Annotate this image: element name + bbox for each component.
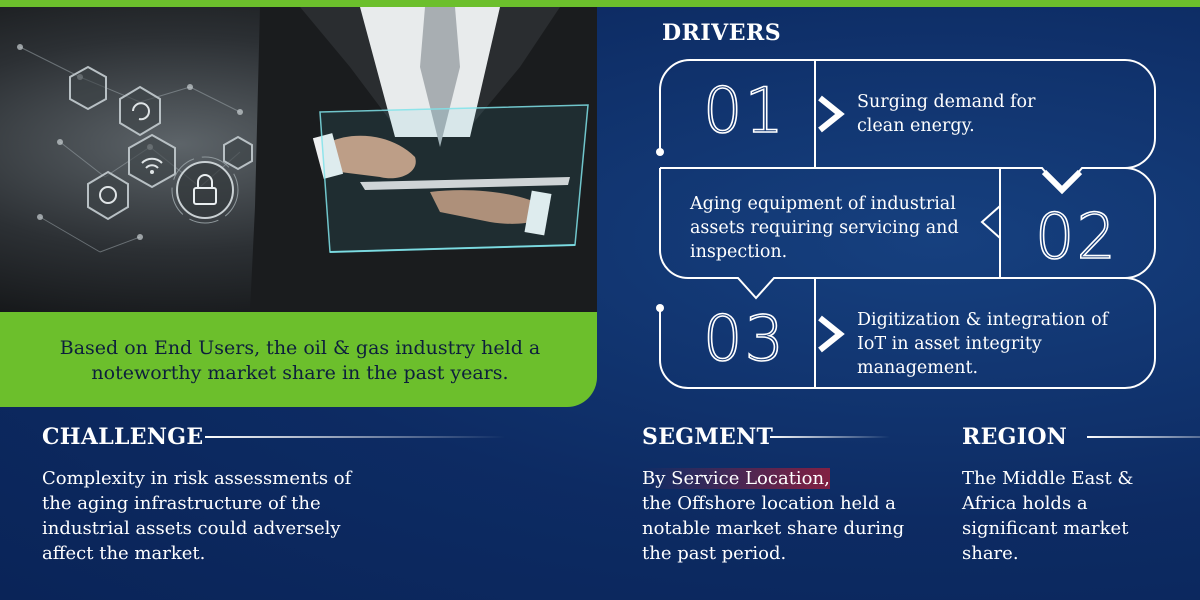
driver-number-3: 03: [702, 301, 786, 376]
drivers-title: DRIVERS: [662, 20, 782, 46]
businessman-tablet-illustration: [17, 7, 597, 312]
cloud-icon: [69, 65, 107, 111]
segment-body: the Offshore location held a notable mar…: [642, 493, 905, 564]
chevron-right-icon: [818, 95, 845, 133]
photo-caption: Based on End Users, the oil & gas indust…: [59, 337, 541, 384]
gear-icon: [87, 170, 129, 221]
region-title: REGION: [962, 424, 1068, 450]
tablet-icon: [319, 104, 589, 253]
driver-text-1: Surging demand for clean energy.: [857, 92, 1036, 136]
segment-text: By Service Location, the Offshore locati…: [642, 466, 912, 566]
challenge-title: CHALLENGE: [42, 424, 204, 450]
segment-highlight: By Service Location,: [642, 468, 830, 489]
region-text: The Middle East & Africa holds a signifi…: [962, 468, 1134, 564]
challenge-text: Complexity in risk assessments of the ag…: [42, 468, 352, 564]
challenge-divider: [205, 436, 505, 438]
caption-panel: [0, 312, 597, 407]
driver-number-2: 02: [1034, 199, 1118, 274]
chevron-down-icon: [1041, 169, 1083, 195]
refresh-icon: [119, 85, 161, 137]
hero-photo: [0, 7, 597, 312]
region-divider: [1087, 436, 1200, 438]
driver-text-3: Digitization & integration of IoT in ass…: [857, 310, 1109, 378]
security-lock-icon: [171, 156, 239, 224]
driver-text-2: Aging equipment of industrial assets req…: [690, 194, 959, 262]
top-accent-bar: [0, 0, 1200, 7]
segment-divider: [770, 436, 890, 438]
chevron-right-icon: [818, 315, 845, 353]
driver-number-1: 01: [702, 73, 786, 148]
wifi-icon: [128, 133, 176, 189]
segment-title: SEGMENT: [642, 424, 774, 450]
